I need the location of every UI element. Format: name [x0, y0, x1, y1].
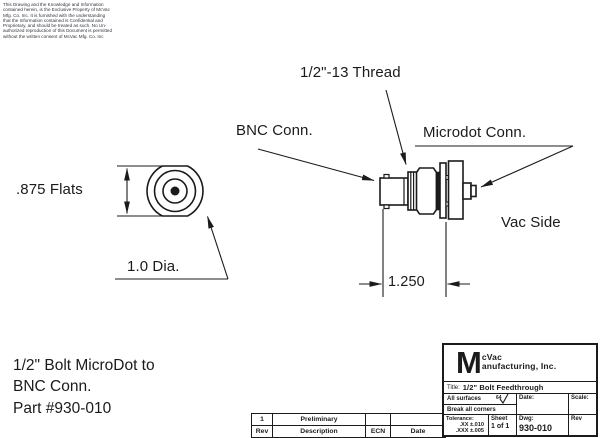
body-outline-flats	[146, 165, 204, 217]
note-line: that the Information contained is Confid…	[3, 17, 103, 23]
tolerance-xxx: .XXX ±.005	[455, 428, 484, 434]
all-surfaces-cell: All surfaces 64	[444, 394, 516, 405]
rev-ecn	[365, 413, 391, 426]
vac-side-label: Vac Side	[501, 214, 561, 231]
svg-text:64: 64	[496, 395, 502, 401]
title-block: M cVac anufacturing, Inc. Title: 1/2" Bo…	[442, 343, 598, 437]
ring-stack	[407, 171, 418, 211]
side-view	[379, 160, 477, 220]
company-logo: M cVac anufacturing, Inc.	[444, 345, 596, 381]
microdot-stub	[462, 182, 472, 200]
tolerance-xx: .XX ±.010	[459, 422, 484, 428]
microdot-label: Microdot Conn.	[423, 124, 527, 141]
scale-label: Scale:	[571, 395, 589, 401]
part-number: Part #930-010	[13, 400, 112, 417]
dwg-label: Dwg:	[519, 416, 534, 422]
tolerance-label: Tolerance:	[446, 416, 474, 422]
dia-arrow	[206, 216, 229, 280]
title-row: Title: 1/2" Bolt Feedthrough	[444, 381, 596, 393]
bnc-label: BNC Conn.	[236, 122, 313, 139]
scale-cell: Scale:	[569, 394, 596, 414]
break-corners-label: Break all corners	[447, 406, 496, 413]
note-line: contained herein, is the Exclusive Prope…	[3, 7, 110, 13]
cylinder-body	[447, 160, 464, 220]
revision-table: 1 Preliminary Rev Description ECN Date	[251, 413, 446, 438]
center-pin	[170, 186, 180, 196]
rev-header: Rev	[251, 425, 273, 438]
rev-date	[390, 413, 446, 426]
hex-circle	[153, 169, 197, 213]
flange-plate	[439, 162, 447, 219]
dwg-number: 930-010	[519, 423, 553, 433]
description-header: Description	[272, 425, 366, 438]
diameter-leader	[115, 216, 229, 280]
caption-line-1: 1/2" Bolt MicroDot to	[13, 357, 155, 374]
revision-header-row: Rev Description ECN Date	[251, 425, 446, 438]
part-caption: 1/2" Bolt MicroDot to BNC Conn. Part #93…	[13, 355, 155, 419]
company-name-top: cVac	[481, 352, 503, 362]
date-header: Date	[390, 425, 446, 438]
title-label: Title:	[447, 384, 460, 391]
rev-description: Preliminary	[272, 413, 366, 426]
note-line: This Drawing and the Knowledge and Infor…	[3, 2, 104, 7]
date-cell: Date:	[517, 394, 569, 414]
dwg-cell: Dwg: 930-010	[517, 415, 569, 435]
rev-cell: Rev	[569, 415, 596, 435]
proprietary-note: This Drawing and the Knowledge and Infor…	[3, 2, 125, 39]
flats-dimension	[117, 165, 163, 217]
thread-label: 1/2"-13 Thread	[300, 64, 401, 81]
sheet-cell: Sheet 1 of 1	[489, 415, 517, 435]
bnc-leader	[257, 148, 375, 182]
note-line: Mfg. Co. Inc. It is furnished with the u…	[3, 12, 106, 18]
caption-line-2: BNC Conn.	[13, 378, 92, 395]
sheet-label: Sheet	[491, 416, 508, 422]
note-line: without the written consent of McVac Mfg…	[3, 33, 104, 39]
revision-row: 1 Preliminary	[251, 413, 446, 426]
bayonet-pin-bottom	[383, 204, 390, 210]
note-line: Proprietary, and should be treated as su…	[3, 23, 107, 29]
rev-label: Rev	[571, 416, 583, 422]
surface-finish-icon: 64	[496, 394, 509, 404]
microdot-leader	[480, 145, 574, 188]
bayonet-pin-top	[383, 173, 390, 179]
logo-m-mark: M	[456, 345, 482, 380]
note-line: authorized reproduction of this Document…	[3, 28, 113, 34]
ecn-header: ECN	[365, 425, 391, 438]
connector-circle	[162, 178, 188, 204]
company-name-bottom: anufacturing, Inc.	[481, 361, 557, 371]
tolerance-cell: Tolerance: .XX ±.010 .XXX ±.005	[444, 415, 489, 435]
hex-nut	[415, 167, 438, 215]
break-corners-cell: Break all corners	[444, 405, 516, 414]
sheet-value: 1 of 1	[491, 423, 510, 430]
length-dim-text: 1.250	[388, 274, 425, 290]
flats-label: .875 Flats	[16, 181, 83, 198]
rev-value: 1	[251, 413, 273, 426]
leader-lines	[257, 89, 574, 188]
front-view	[146, 165, 204, 217]
drawing-title: 1/2" Bolt Feedthrough	[462, 383, 544, 392]
date-label: Date:	[519, 395, 535, 401]
all-surfaces-label: All surfaces	[447, 396, 482, 402]
thread-leader	[385, 89, 407, 165]
microdot-tip	[470, 184, 477, 198]
length-dimension	[359, 209, 470, 297]
diameter-label: 1.0 Dia.	[127, 258, 180, 275]
